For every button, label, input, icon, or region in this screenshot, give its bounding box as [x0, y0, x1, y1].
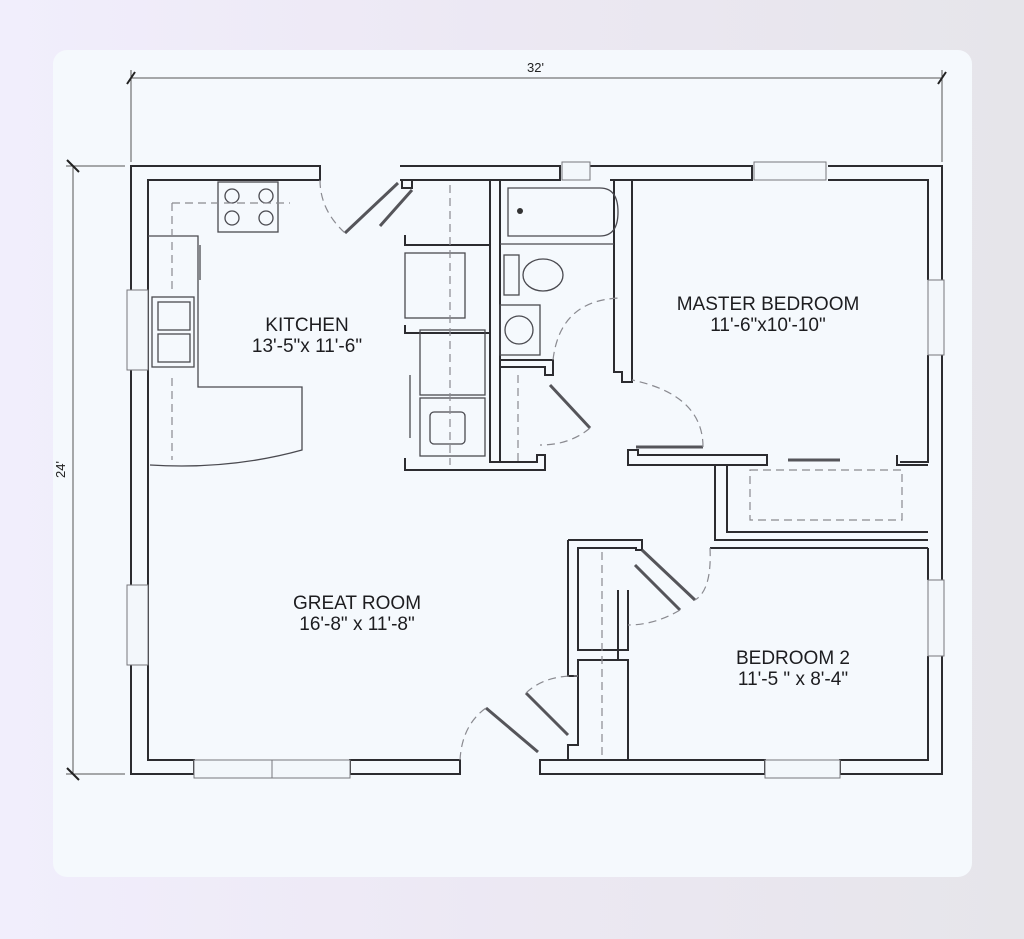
laundry-fixtures	[404, 185, 519, 465]
room-bedroom-2: BEDROOM 2 11'-5 " x 8'-4"	[718, 648, 868, 690]
room-size: 11'-5 " x 8'-4"	[737, 669, 849, 690]
room-size: 11'-6"x10'-10"	[710, 315, 826, 336]
room-master-bedroom: MASTER BEDROOM 11'-6"x10'-10"	[648, 294, 888, 336]
room-size: 16'-8" x 11'-8"	[299, 614, 415, 635]
room-name: BEDROOM 2	[735, 648, 851, 669]
room-name: GREAT ROOM	[292, 593, 422, 614]
kitchen-fixtures	[148, 181, 303, 467]
master-closet	[749, 469, 903, 521]
overall-depth-label: 24'	[52, 461, 68, 478]
overall-width-label: 32'	[527, 60, 544, 75]
room-great-room: GREAT ROOM 16'-8" x 11'-8"	[262, 593, 452, 635]
bathroom-fixtures	[499, 187, 619, 356]
room-kitchen: KITCHEN 13'-5"x 11'-6"	[232, 315, 382, 357]
windows	[126, 161, 945, 779]
room-name: MASTER BEDROOM	[676, 294, 860, 315]
doors	[319, 179, 840, 761]
room-size: 13'-5"x 11'-6"	[251, 336, 363, 357]
dimension-lines	[66, 70, 947, 781]
room-name: KITCHEN	[265, 315, 349, 336]
